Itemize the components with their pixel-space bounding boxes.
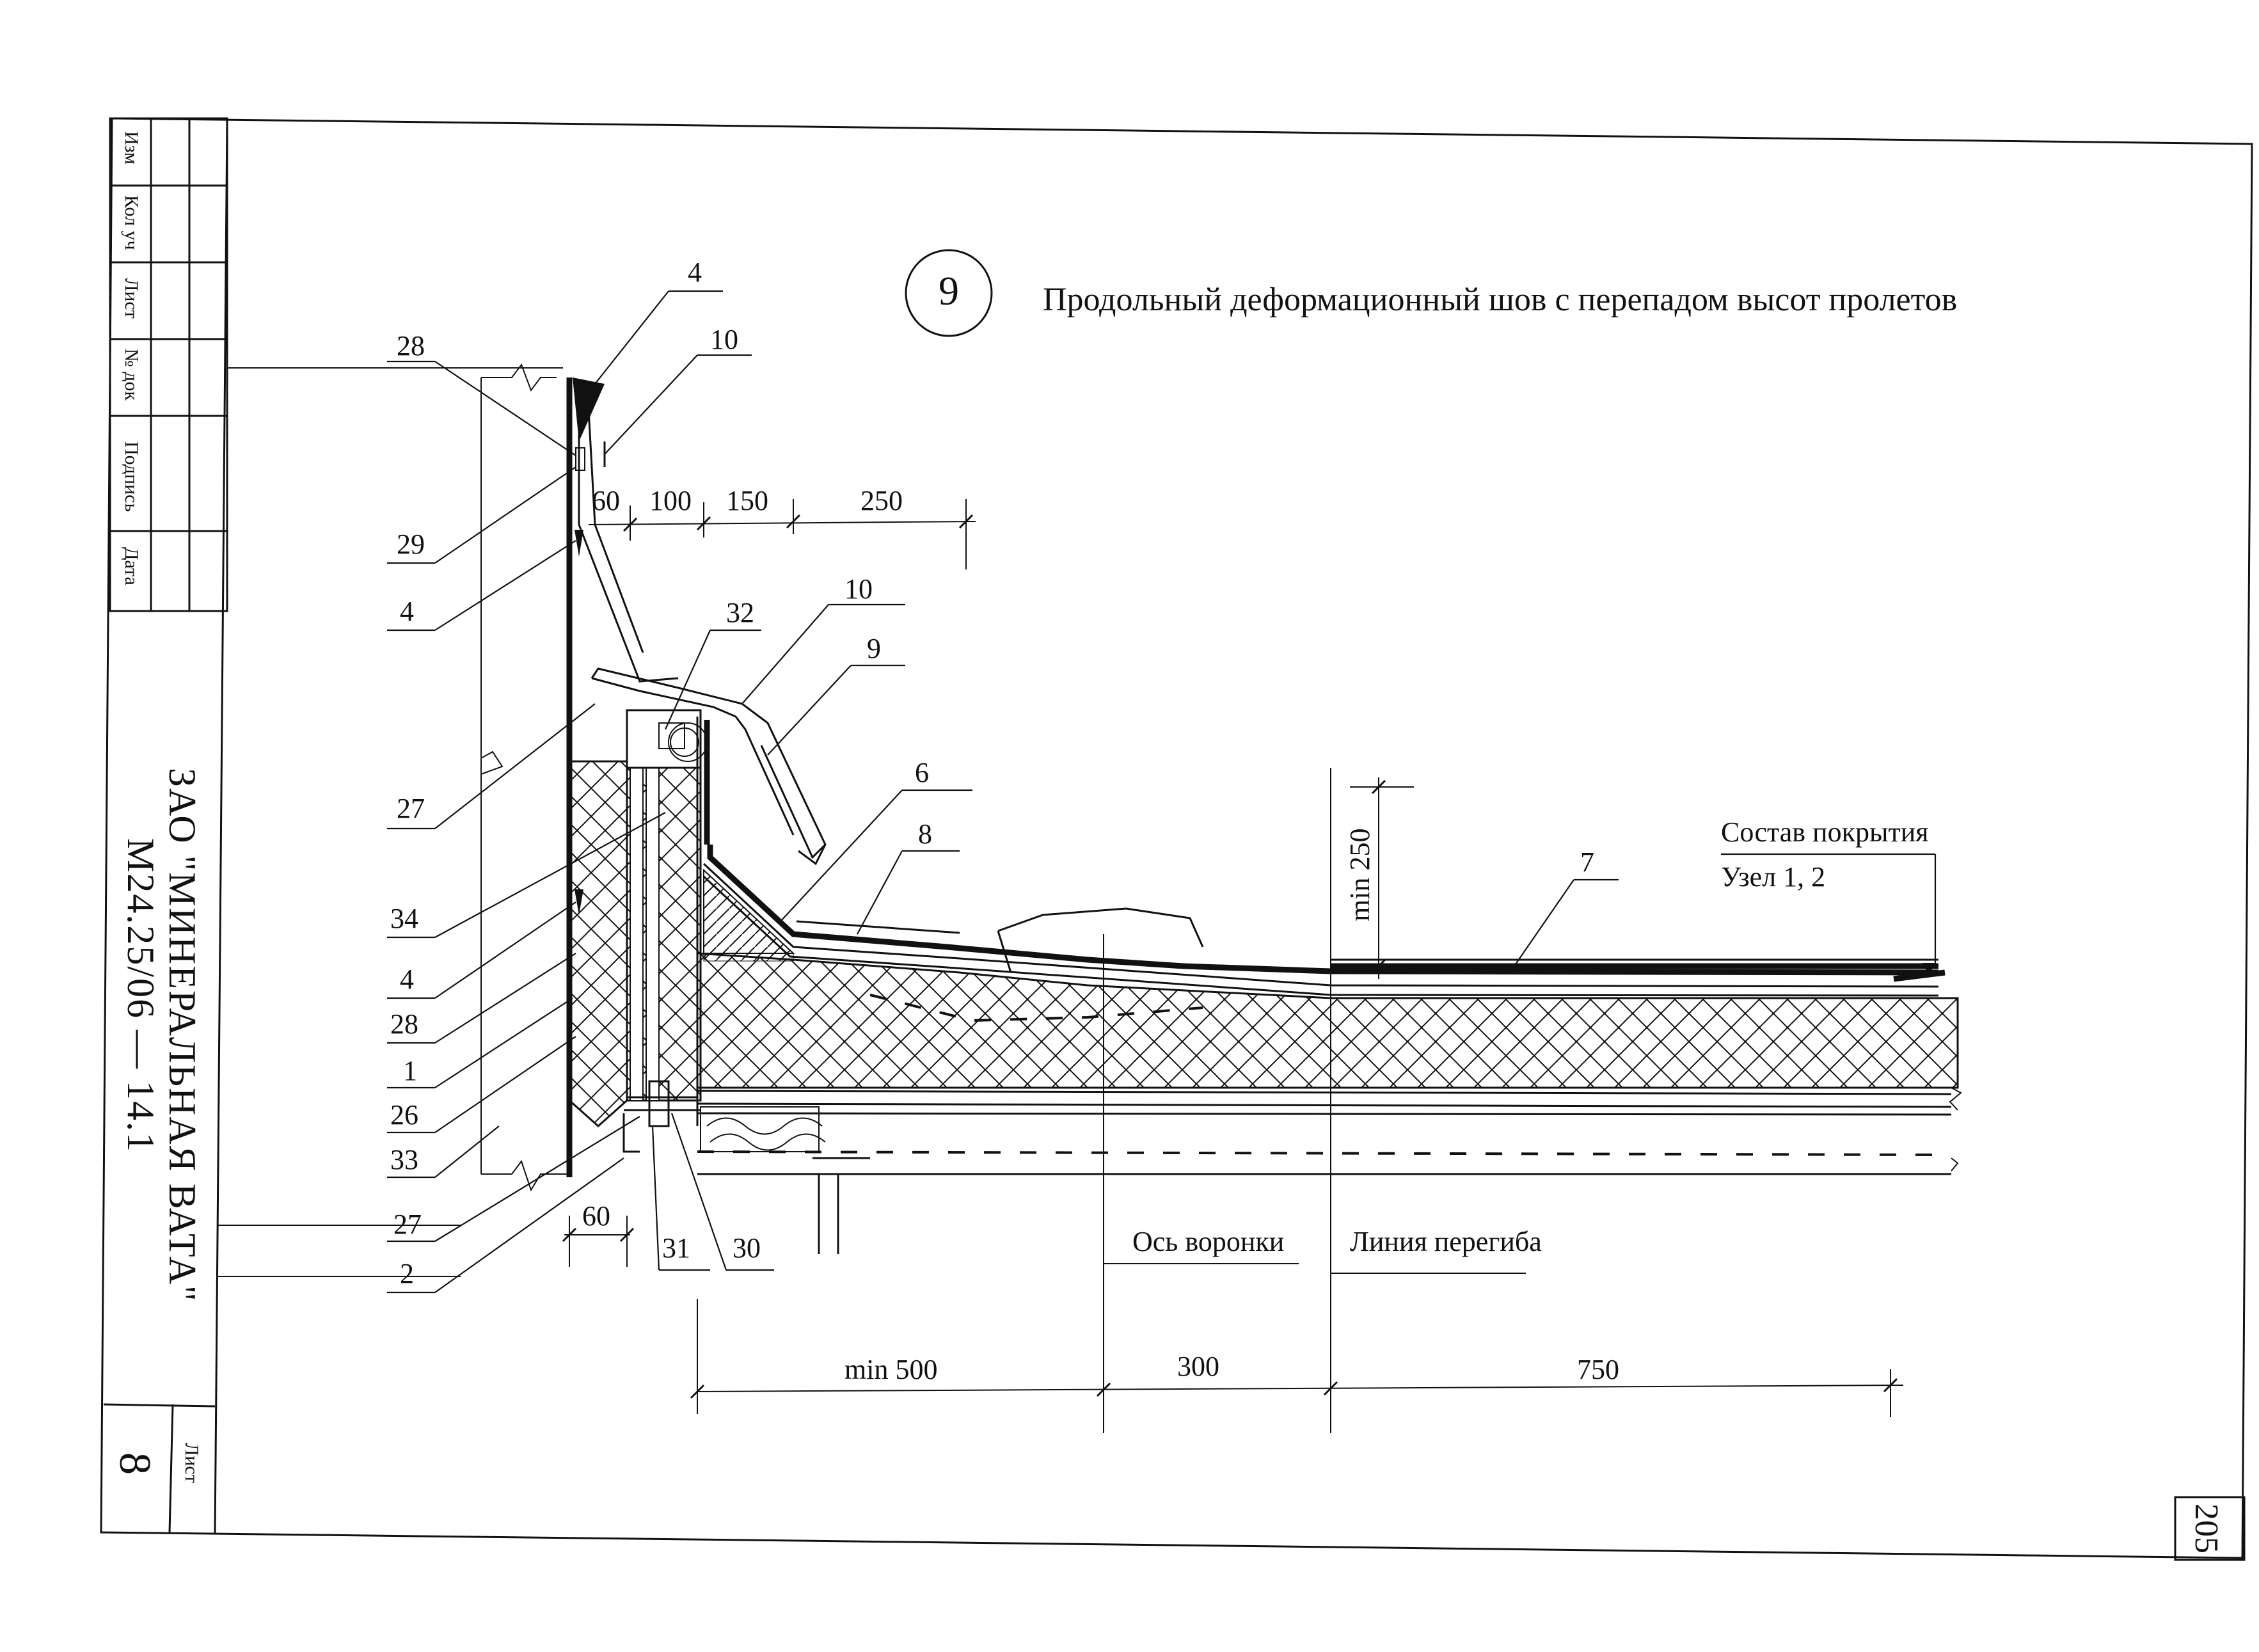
sheet-frame: [100, 117, 2253, 1559]
callout-8: 8: [918, 818, 932, 850]
dim-bottom-300: 300: [1177, 1351, 1219, 1382]
callout-10-top: 10: [710, 324, 738, 355]
dim-top-100: 100: [649, 485, 692, 516]
stamp-col-sign: Подпись: [121, 441, 142, 512]
reference-lines: [218, 367, 563, 1277]
callout-10-mid: 10: [844, 573, 873, 605]
callout-26: 26: [390, 1099, 418, 1131]
drawing-title: Продольный деформационный шов с перепадо…: [1043, 282, 1957, 318]
page-number-box: 205: [2174, 1496, 2246, 1561]
callout-28-lower: 28: [390, 1008, 418, 1040]
callout-2: 2: [400, 1258, 414, 1289]
stamp-col-list: Лист: [121, 278, 142, 319]
dim-top-150: 150: [726, 485, 768, 516]
document-code: М24.25/06 — 14.1: [120, 838, 162, 1153]
funnel-axis-label: Ось воронки: [1132, 1226, 1284, 1257]
drawing-title-block: 9 Продольный деформационный шов с перепа…: [905, 249, 1957, 337]
callout-31: 31: [662, 1232, 690, 1264]
stamp-col-izm: Изм: [121, 131, 142, 164]
page-number: 205: [2188, 1504, 2224, 1553]
dim-bottom-min500: min 500: [844, 1354, 937, 1385]
callout-6: 6: [915, 757, 929, 788]
callout-32: 32: [726, 597, 754, 628]
sheet-number: 8: [110, 1452, 159, 1475]
stamp-col-kol: Кол уч: [121, 195, 142, 250]
dimensions: 60 100 150 250 min 250 60 min 500 300 75…: [562, 485, 1904, 1433]
callout-7: 7: [1580, 846, 1594, 878]
construction-detail: [480, 363, 1962, 1254]
callout-1: 1: [403, 1055, 417, 1086]
callouts: 28 4 10 29 4 32 10 9 27 6: [387, 257, 1619, 1294]
bend-line-label: Линия перегиба: [1350, 1226, 1542, 1257]
callout-27-upper: 27: [397, 793, 425, 824]
node-number: 9: [939, 268, 959, 314]
dim-top-60: 60: [592, 485, 620, 516]
organization-name: ЗАО "МИНЕРАЛЬНАЯ ВАТА": [161, 768, 203, 1303]
callout-9: 9: [867, 633, 881, 664]
roof-composition-note: Состав покрытия Узел 1, 2: [1721, 816, 1937, 966]
stamp-col-date: Дата: [121, 547, 142, 585]
roof-composition-node-ref: Узел 1, 2: [1721, 861, 1825, 893]
callout-30: 30: [733, 1232, 761, 1264]
dim-bottom-60: 60: [582, 1200, 610, 1232]
callout-29: 29: [397, 528, 425, 560]
roof-composition-label: Состав покрытия: [1721, 816, 1929, 848]
callout-27-lower: 27: [393, 1209, 422, 1240]
dim-vertical-min250: min 250: [1344, 829, 1375, 921]
callout-4-lower: 4: [400, 964, 414, 995]
callout-28-top: 28: [397, 330, 425, 361]
axis-lines: Ось воронки Линия перегиба: [1103, 768, 1542, 1433]
stamp-strip: Изм Кол уч Лист № док Подпись Дата ЗАО "…: [103, 117, 228, 1533]
callout-4-mid: 4: [400, 596, 414, 627]
stamp-col-doc: № док: [121, 349, 142, 401]
dim-top-250: 250: [860, 485, 903, 516]
callout-4-top: 4: [688, 257, 702, 288]
sheet-label: Лист: [181, 1443, 202, 1483]
callout-34: 34: [390, 903, 418, 934]
dim-bottom-750: 750: [1577, 1354, 1619, 1385]
callout-33: 33: [390, 1144, 418, 1175]
